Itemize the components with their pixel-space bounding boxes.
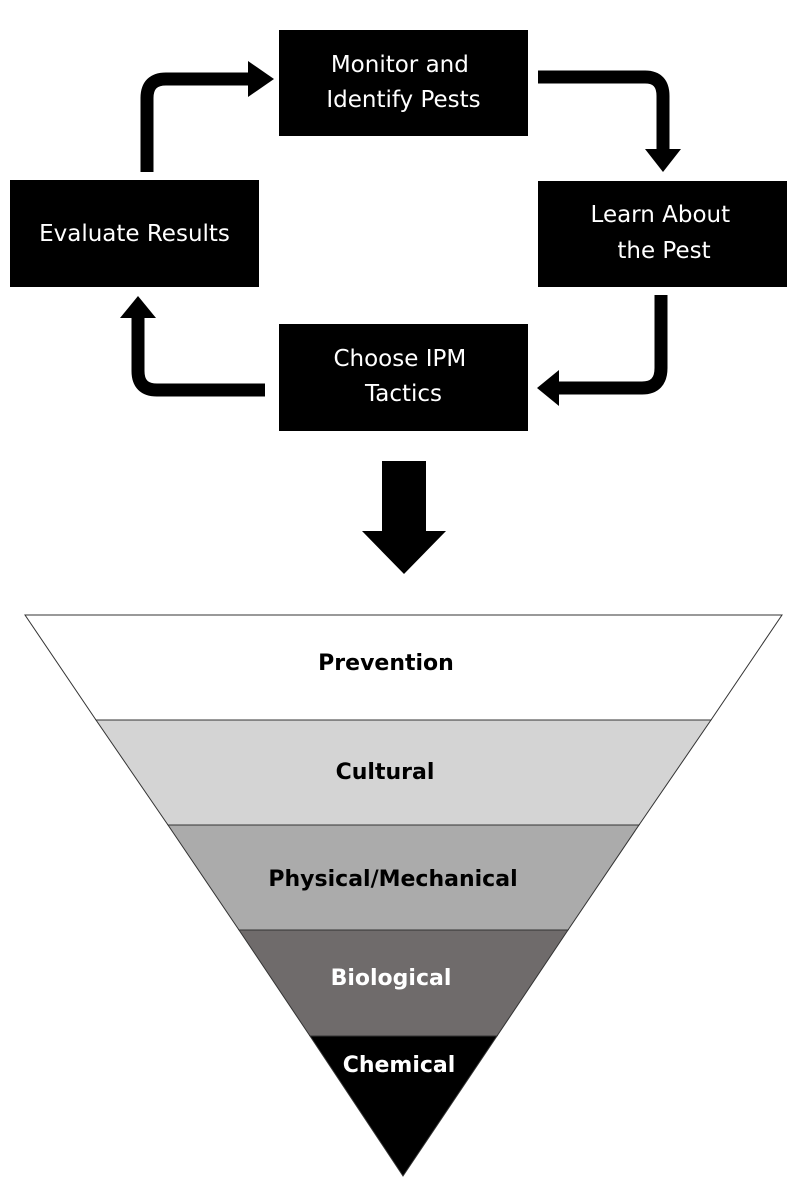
arrowhead-to-learn [645, 149, 681, 172]
layer-cultural-label: Cultural [336, 760, 435, 785]
cycle-box-monitor-bg [279, 30, 528, 136]
cycle-box-choose-bg [279, 324, 528, 431]
evaluate-label: Evaluate Results [39, 221, 230, 247]
cycle-box-evaluate: Evaluate Results [10, 180, 259, 287]
layer-physical-label: Physical/Mechanical [268, 867, 517, 892]
down-arrow [362, 461, 446, 574]
cycle-box-monitor: Monitor and Identify Pests [279, 30, 528, 136]
svg-text:Learn About the Pest: Learn About the Pest [591, 202, 738, 264]
pyramid: Prevention Cultural Physical/Mechanical … [24, 614, 783, 1177]
svg-text:Monitor and Identify Pes: Monitor and Identify Pests [326, 52, 480, 113]
arrowhead-to-choose [537, 370, 559, 406]
arrow-monitor-to-learn [538, 70, 670, 152]
layer-chemical-shape [309, 1035, 498, 1177]
layer-biological-label: Biological [331, 966, 452, 991]
layer-prevention-label: Prevention [318, 651, 454, 676]
learn-label-line1: Learn About [591, 202, 731, 228]
arrow-evaluate-to-monitor [140, 72, 252, 172]
choose-label-line1: Choose IPM [333, 346, 466, 372]
cycle-arrows [120, 61, 681, 406]
layer-chemical-label: Chemical [343, 1053, 456, 1078]
cycle-box-learn-bg [538, 181, 787, 287]
cycle-box-choose: Choose IPM Tactics [279, 324, 528, 431]
svg-text:Choose IPM Tactics: Choose IPM Tactics [333, 346, 473, 407]
cycle-box-learn: Learn About the Pest [538, 181, 787, 287]
monitor-label-line2: Identify Pests [326, 87, 480, 113]
arrowhead-to-monitor [248, 61, 274, 97]
monitor-label-line1: Monitor and [331, 52, 469, 78]
arrowhead-to-evaluate [120, 296, 156, 318]
svg-text:Evaluate Results: Evaluate Results [39, 221, 230, 247]
choose-label-line2: Tactics [364, 381, 442, 407]
arrow-choose-to-evaluate [131, 316, 265, 397]
cycle-box-evaluate-bg [10, 180, 259, 287]
arrow-learn-to-choose [556, 295, 668, 395]
learn-label-line2: the Pest [617, 238, 710, 264]
